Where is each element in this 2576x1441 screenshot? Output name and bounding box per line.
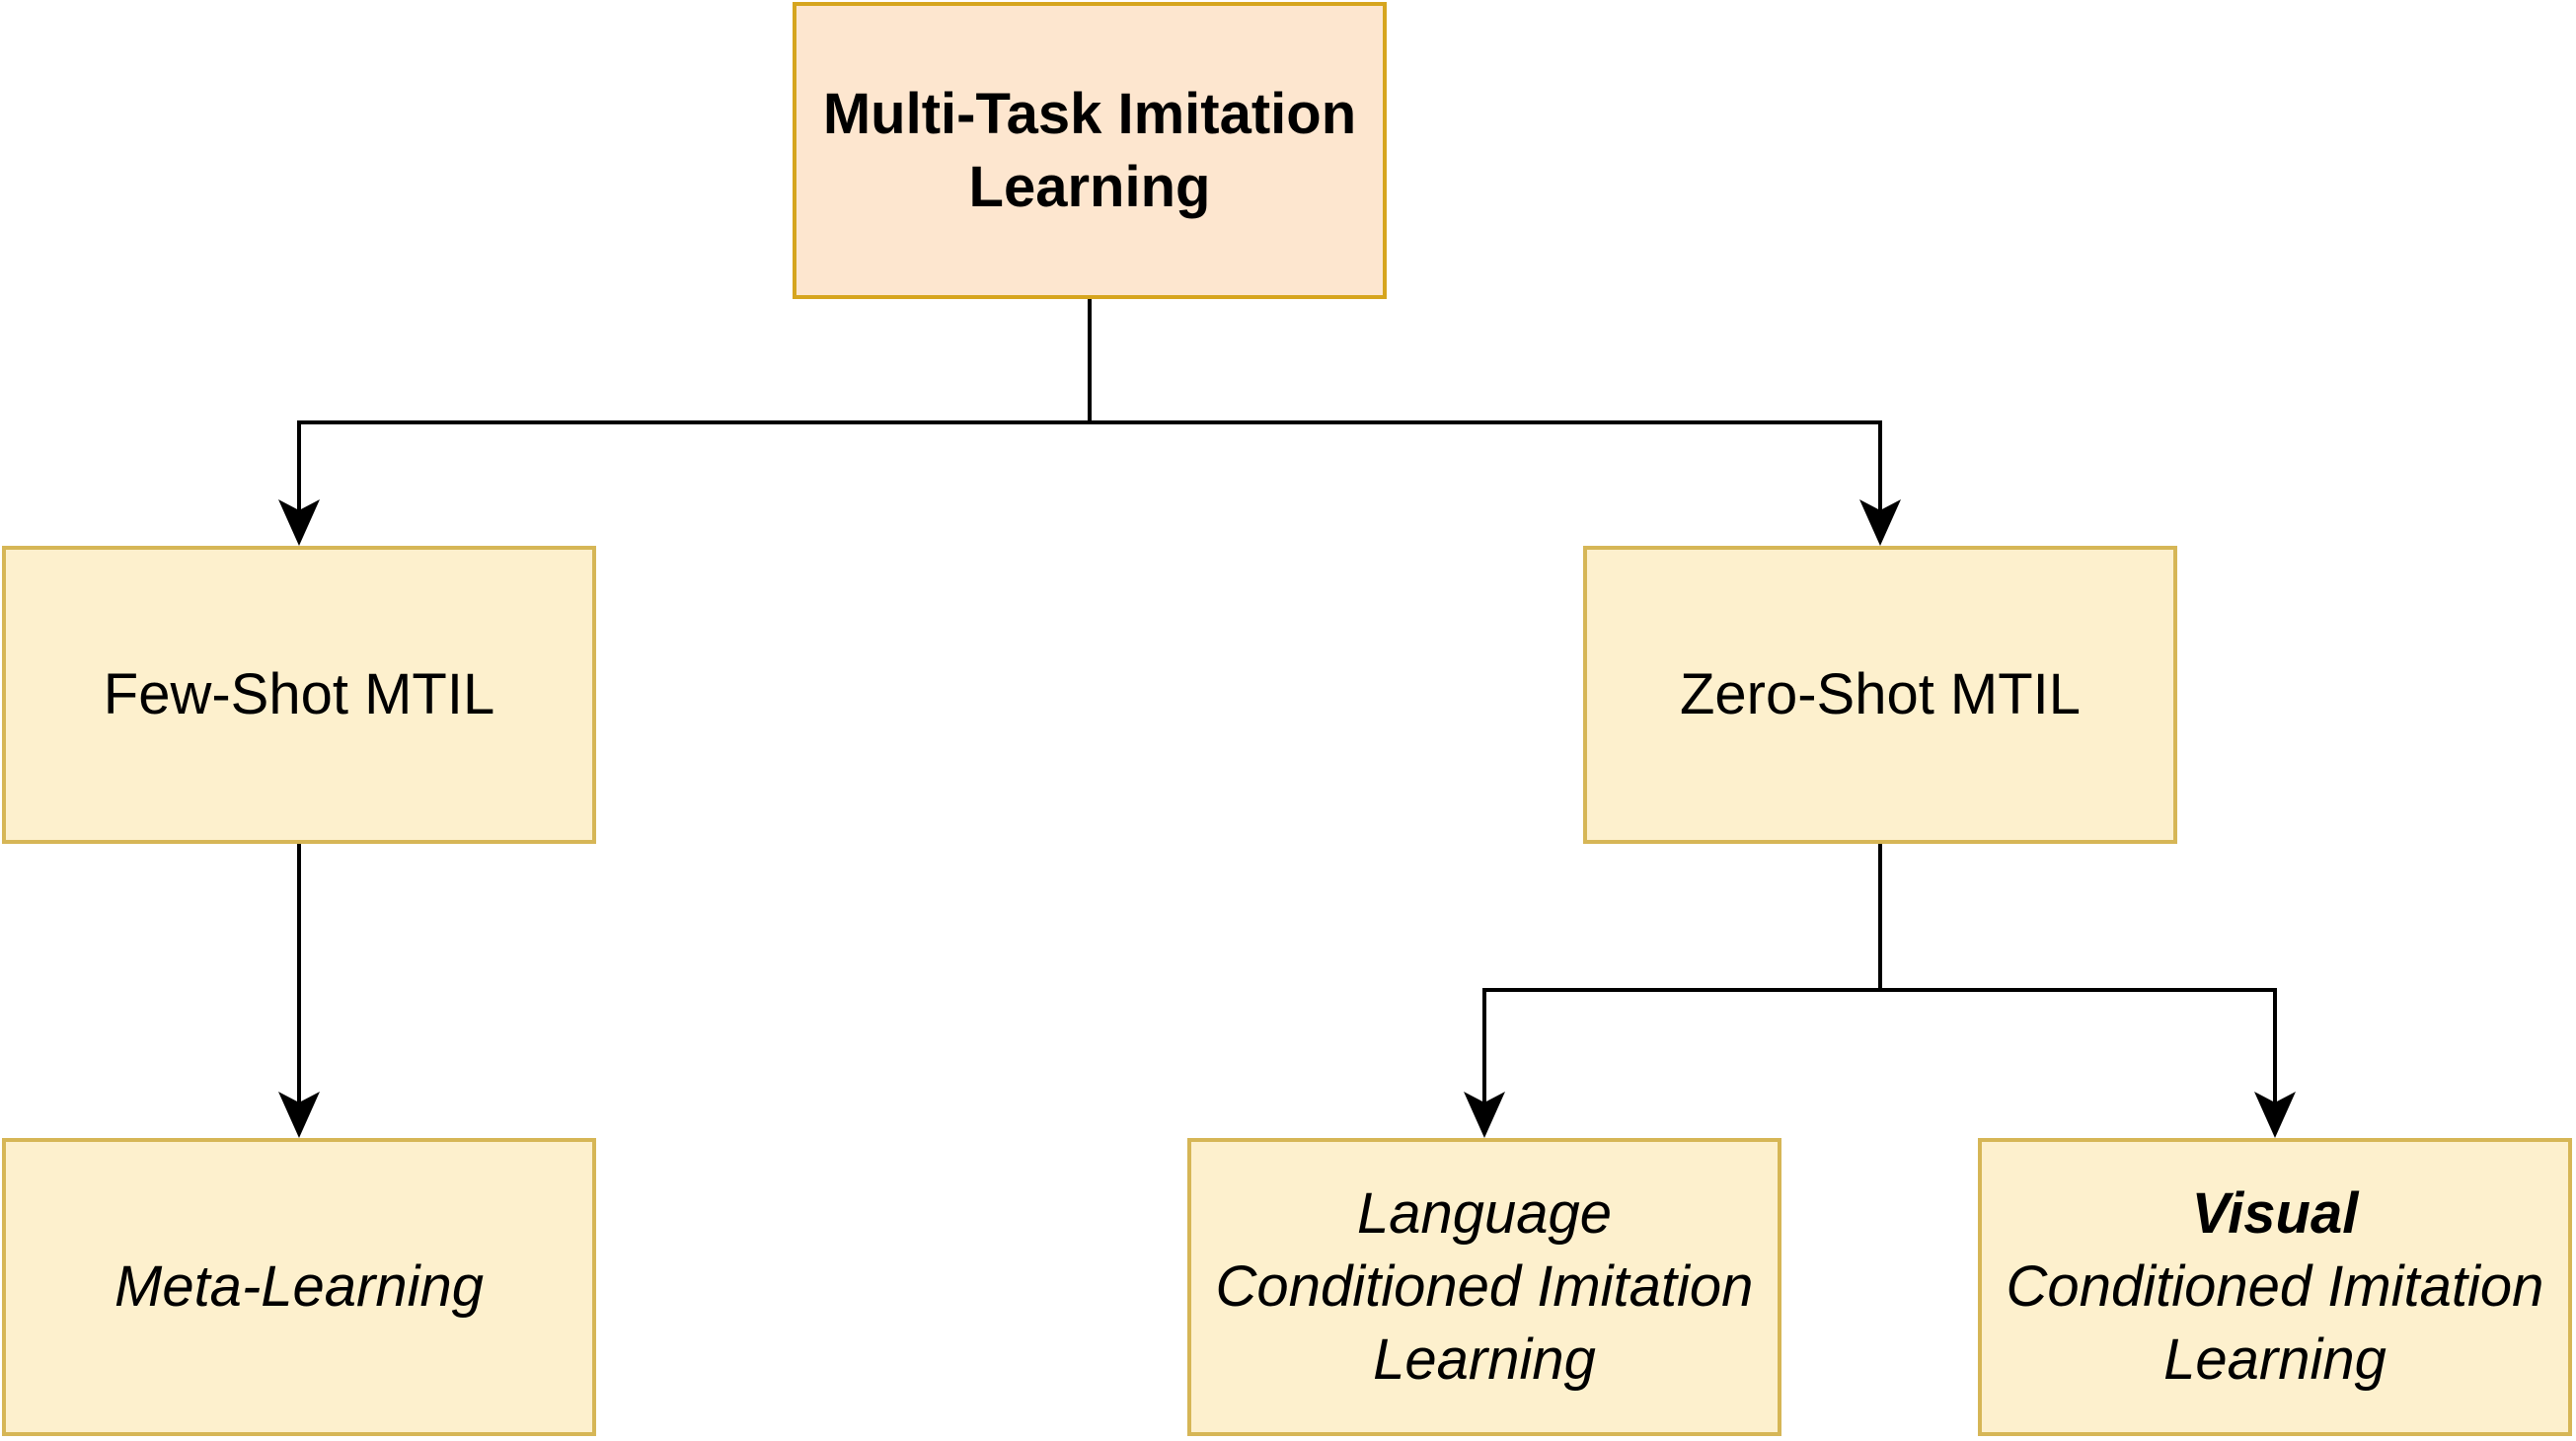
node-label: Meta-Learning [114, 1253, 484, 1319]
arrowhead-meta-learning [278, 1092, 320, 1138]
node-few-shot-mtil: Few-Shot MTIL [2, 546, 596, 844]
connector-zero-shot-to-visual [1880, 988, 2277, 1103]
node-label: Multi-Task Imitation Learning [822, 81, 1357, 219]
node-language-conditioned-imitation-learning: Language Conditioned Imitation Learning [1187, 1138, 1781, 1436]
node-label-line-1: Visual [2191, 1180, 2359, 1246]
node-label-line-1: Language [1356, 1180, 1613, 1246]
node-visual-conditioned-imitation-learning: Visual Conditioned Imitation Learning [1978, 1138, 2572, 1436]
arrowhead-zero-shot [1859, 499, 1901, 546]
arrowhead-language [1464, 1092, 1505, 1138]
node-zero-shot-mtil: Zero-Shot MTIL [1583, 546, 2177, 844]
connector-zero-shot-to-language [1482, 988, 1880, 1103]
node-label-line-2: Conditioned Imitation [2006, 1253, 2544, 1319]
node-label-line-3: Learning [1373, 1327, 1596, 1393]
node-label-line-2: Conditioned Imitation [1215, 1253, 1754, 1319]
connector-root-to-zero-shot [1090, 420, 1882, 511]
connector-root-to-few-shot [297, 420, 1090, 511]
node-label: Few-Shot MTIL [103, 661, 495, 726]
arrowhead-visual [2254, 1092, 2296, 1138]
node-label-line-3: Learning [2163, 1327, 2387, 1393]
node-label: Zero-Shot MTIL [1679, 661, 2082, 726]
arrowhead-few-shot [278, 499, 320, 546]
node-meta-learning: Meta-Learning [2, 1138, 596, 1436]
node-multi-task-imitation-learning: Multi-Task Imitation Learning [793, 2, 1387, 299]
